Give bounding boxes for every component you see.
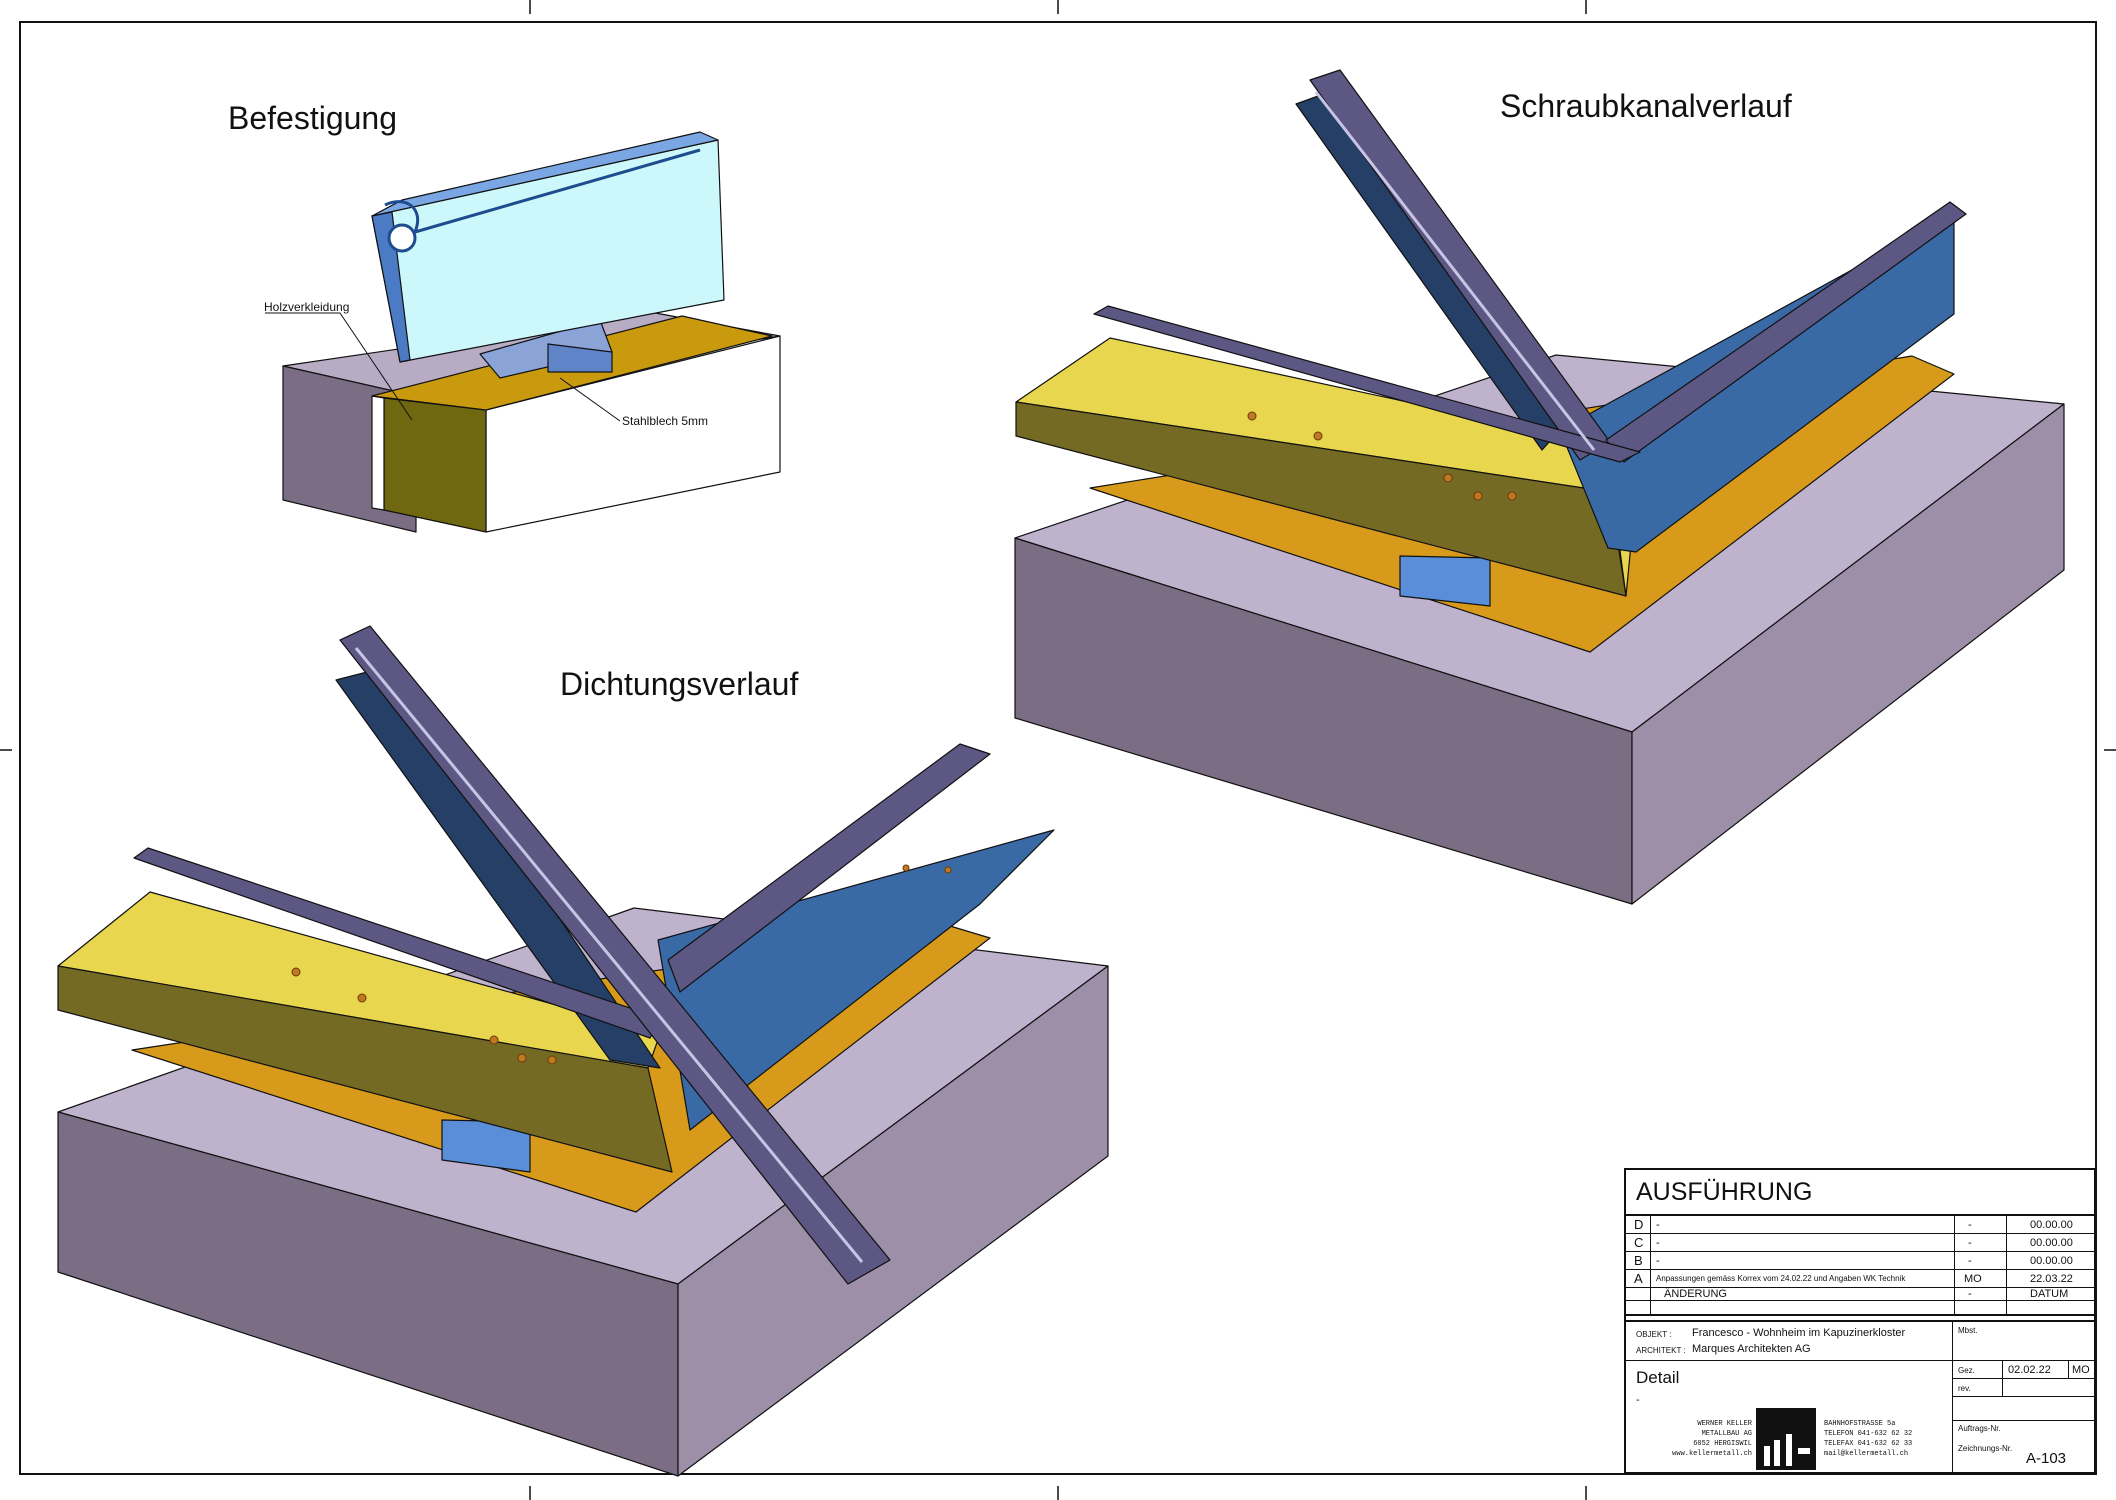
rev-letter-d: D bbox=[1634, 1217, 1644, 1232]
steel-bracket-front bbox=[547, 343, 613, 373]
rev-text-b: - bbox=[1656, 1255, 1660, 1267]
company-logo-icon bbox=[1756, 1408, 1816, 1470]
timber-front bbox=[383, 397, 487, 533]
gasket-highlight bbox=[1314, 91, 1596, 451]
timber-front bbox=[57, 965, 673, 1173]
gez-by: MO bbox=[2072, 1364, 2090, 1376]
address-line-4: mail@kellermetall.ch bbox=[1824, 1450, 1909, 1458]
concrete-right bbox=[1631, 403, 2065, 905]
schraubkanal-holes bbox=[1247, 411, 1517, 501]
company-line-3: 6052 HERGISWIL bbox=[1693, 1440, 1752, 1448]
objekt-label: OBJEKT : bbox=[1636, 1330, 1672, 1339]
gasket-right-rail bbox=[667, 743, 991, 993]
concrete-right bbox=[677, 965, 1109, 1477]
heading-befestigung: Befestigung bbox=[228, 100, 398, 136]
architekt-value: Marques Architekten AG bbox=[1692, 1343, 1811, 1355]
rev-letter-b: B bbox=[1634, 1253, 1643, 1268]
company-line-1: WERNER KELLER bbox=[1697, 1420, 1752, 1428]
header-change: ÄNDERUNG bbox=[1664, 1288, 1727, 1300]
title-block: AUSFÜHRUNG D - - 00.00.00 C - - 00.00.00… bbox=[1624, 1168, 2096, 1474]
gasket-diagonal bbox=[339, 625, 891, 1285]
company-line-2: METALLBAU AG bbox=[1701, 1430, 1752, 1438]
address-line-1: BAHNHOFSTRASSE 5a bbox=[1824, 1420, 1896, 1428]
sheet-frame bbox=[19, 21, 2097, 1475]
revision-table: D - - 00.00.00 C - - 00.00.00 B - - 00.0… bbox=[1626, 1216, 2094, 1314]
address-line-2: TELEFON 041-632 62 32 bbox=[1824, 1430, 1913, 1438]
rev-by-a: MO bbox=[1964, 1273, 1982, 1285]
gasket-front-rail bbox=[1093, 305, 1641, 463]
massstab-label: Mbst. bbox=[1958, 1326, 1978, 1335]
rev-by-d: - bbox=[1968, 1219, 1972, 1231]
header-by: - bbox=[1968, 1288, 1972, 1300]
company-block: WERNER KELLER METALLBAU AG 6052 HERGISWI… bbox=[1634, 1408, 1946, 1470]
gasket-highlight bbox=[354, 647, 864, 1263]
rev-letter-a: A bbox=[1634, 1271, 1643, 1286]
heading-dichtungsverlauf: Dichtungsverlauf bbox=[560, 666, 799, 702]
befestigung-assembly bbox=[282, 131, 781, 533]
rev-text-a: Anpassungen gemäss Korrex vom 24.02.22 u… bbox=[1656, 1274, 1906, 1283]
rev-text-d: - bbox=[1656, 1219, 1660, 1231]
detail-title: Detail bbox=[1636, 1368, 1680, 1387]
channel-under bbox=[1399, 555, 1491, 607]
gez-date: 02.02.22 bbox=[2008, 1364, 2051, 1376]
rev-text-c: - bbox=[1656, 1237, 1660, 1249]
rev-label: rev. bbox=[1958, 1384, 1971, 1393]
dichtung-assembly bbox=[57, 625, 1109, 1477]
zeichnung-label: Zeichnungs-Nr. bbox=[1958, 1444, 2013, 1453]
rev-date-d: 00.00.00 bbox=[2030, 1219, 2073, 1231]
profile-top bbox=[371, 131, 719, 217]
zeichnung-nr: A-103 bbox=[2026, 1450, 2067, 1467]
timber-edge bbox=[371, 395, 385, 511]
gez-label: Gez. bbox=[1958, 1366, 1975, 1375]
status-text: AUSFÜHRUNG bbox=[1636, 1178, 1813, 1206]
header-date: DATUM bbox=[2030, 1288, 2069, 1300]
rev-date-a: 22.03.22 bbox=[2030, 1273, 2073, 1285]
rev-date-c: 00.00.00 bbox=[2030, 1237, 2073, 1249]
address-line-3: TELEFAX 041-632 62 33 bbox=[1824, 1440, 1913, 1448]
architekt-label: ARCHITEKT : bbox=[1636, 1346, 1686, 1355]
profile-channel bbox=[387, 223, 417, 253]
rev-by-b: - bbox=[1968, 1255, 1972, 1267]
profile-side bbox=[371, 211, 411, 363]
callout-holzverkleidung: Holzverkleidung bbox=[264, 300, 350, 314]
befestigung-leaders bbox=[265, 312, 621, 422]
company-line-4: www.kellermetall.ch bbox=[1672, 1450, 1752, 1458]
objekt-value: Francesco - Wohnheim im Kapuzinerkloster bbox=[1692, 1327, 1906, 1339]
dichtung-holes bbox=[291, 864, 952, 1065]
detail-sub: - bbox=[1636, 1394, 1640, 1406]
rev-by-c: - bbox=[1968, 1237, 1972, 1249]
rev-letter-c: C bbox=[1634, 1235, 1644, 1250]
schraubkanal-assembly bbox=[1014, 69, 2065, 905]
callout-stahlblech: Stahlblech 5mm bbox=[622, 414, 709, 428]
heading-schraubkanalverlauf: Schraubkanalverlauf bbox=[1500, 88, 1792, 124]
rev-date-b: 00.00.00 bbox=[2030, 1255, 2073, 1267]
auftrag-label: Auftrags-Nr. bbox=[1958, 1424, 2001, 1433]
